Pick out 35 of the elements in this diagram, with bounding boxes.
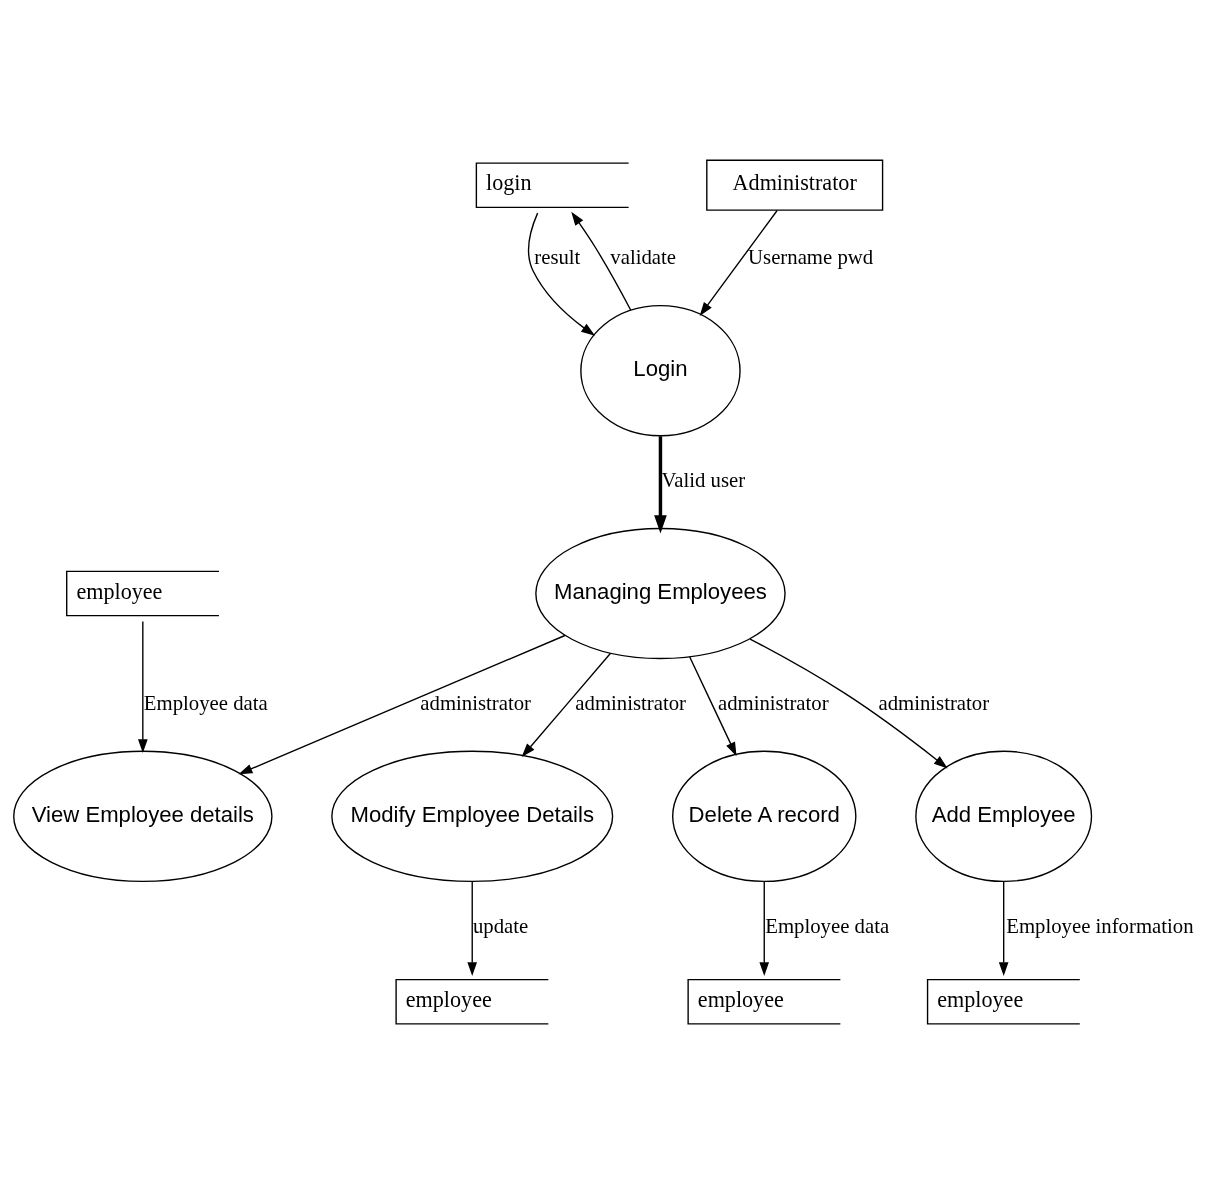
edge-label: Username pwd (748, 245, 874, 268)
node-text: employee (76, 578, 163, 604)
node-ellipse: Delete A record (672, 750, 857, 882)
edge-label: Valid user (661, 468, 746, 491)
edge-label: result (534, 245, 581, 268)
node-text: employee (937, 986, 1024, 1012)
node-ellipse: Managing Employees (535, 527, 786, 659)
node-ellipse: Add Employee (915, 750, 1093, 882)
edge-label: administrator (575, 691, 687, 714)
edge-label: Employee data (765, 914, 890, 937)
edge-label: Employee information (1006, 914, 1194, 937)
arrow (998, 880, 1009, 976)
arrow (238, 634, 566, 774)
node-text: login (486, 169, 532, 195)
node-ellipse: View Employee details (13, 750, 273, 882)
arrow (749, 637, 948, 768)
arrow (654, 435, 667, 533)
edge-label: Employee data (143, 691, 268, 714)
edge-label: administrator (420, 691, 532, 714)
arrow (699, 209, 778, 316)
arrow (137, 620, 148, 753)
arrow (571, 211, 632, 311)
arrow (527, 211, 595, 336)
edge-label: validate (610, 245, 676, 268)
node-box: Administrator (706, 159, 884, 211)
arrow (521, 652, 612, 757)
node-text: employee (697, 986, 784, 1012)
edge-label: update (472, 914, 529, 937)
arrow (688, 655, 737, 756)
node-ellipse: Modify Employee Details (331, 750, 614, 882)
arrow (467, 880, 478, 976)
arrow (759, 880, 770, 976)
edge-label: administrator (717, 691, 829, 714)
edge-label: administrator (878, 691, 990, 714)
node-text: employee (405, 986, 492, 1012)
